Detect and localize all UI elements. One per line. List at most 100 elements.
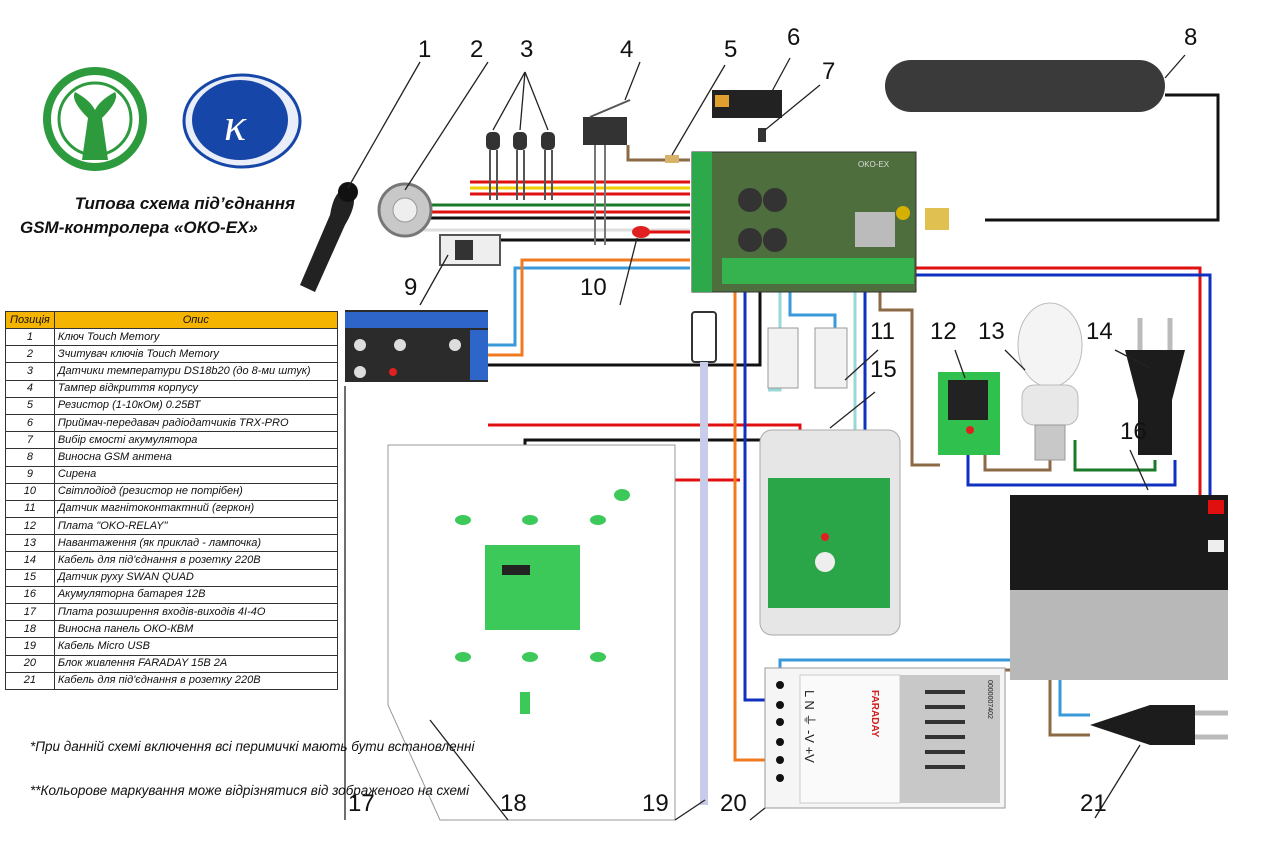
legend-position: 9 [5, 465, 55, 484]
led [632, 226, 650, 238]
legend-description: Датчик магнітоконтактний (геркон) [53, 499, 338, 519]
legend-description: Виносна GSM антена [53, 448, 338, 467]
callout-6: 6 [787, 24, 801, 51]
legend-description: Світлодіод (резистор не потрібен) [53, 482, 338, 501]
expansion-board-4i-4o [345, 310, 488, 382]
callout-20: 20 [720, 790, 747, 817]
battery-jumper [758, 128, 766, 142]
legend-description: Плата розширення входів-виходів 4I-4O [53, 602, 338, 622]
legend-position: 3 [5, 362, 55, 381]
touch-memory-key [300, 182, 358, 292]
legend-position: 13 [5, 534, 55, 553]
legend-position: 1 [5, 327, 55, 347]
note-jumpers: *При данній схемі включення всі перимичк… [30, 739, 475, 754]
battery-12v [1010, 495, 1228, 680]
board-label: OKO-EX [858, 160, 890, 169]
legend-position: 21 [5, 671, 55, 690]
callout-14: 14 [1086, 318, 1113, 345]
callout-21: 21 [1080, 790, 1107, 817]
title-line-2: GSM-контролера «ОКО-ЕХ» [20, 218, 258, 237]
power-plug-220v-psu [1090, 705, 1228, 745]
legend-position: 7 [5, 431, 55, 450]
oko-kbm-panel [387, 444, 676, 821]
svg-text:κ: κ [224, 99, 247, 150]
psu-serial: 0000007402 [986, 680, 993, 719]
legend-position: 4 [5, 379, 55, 398]
callout-8: 8 [1184, 24, 1198, 51]
title-line-1: Типова схема під’єднання [74, 194, 295, 213]
touch-memory-reader [377, 182, 433, 238]
callout-10: 10 [580, 274, 607, 301]
legend-position: 8 [5, 448, 55, 467]
legend-position: 11 [5, 499, 55, 519]
legend-description: Тампер відкриття корпусу [53, 379, 338, 398]
legend-description: Блок живлення FARADAY 15В 2А [53, 654, 338, 673]
legend-description: Кабель для під'єднання в розетку 220В [53, 671, 338, 690]
legend-description: Приймач-передавач радіодатчиків TRX-PRO [53, 413, 338, 433]
legend-description: Виносна панель ОКО-КВМ [53, 620, 338, 639]
callout-5: 5 [724, 36, 738, 63]
legend-description: Ключ Touch Memory [53, 327, 338, 347]
legend-position: 5 [5, 396, 55, 415]
legend-position: 6 [5, 413, 55, 433]
gsm-antenna [885, 60, 1165, 230]
callout-16: 16 [1120, 418, 1147, 445]
legend-header-description: Опис [53, 311, 338, 329]
legend-description: Кабель Micro USB [53, 637, 338, 656]
legend-description: Кабель для під'єднання в розетку 220В [53, 551, 338, 570]
callout-9: 9 [404, 274, 418, 301]
note-colors: **Кольорове маркування може відрізнятися… [30, 783, 470, 798]
legend-header-position: Позиція [5, 311, 55, 329]
k-logo: κ [182, 73, 302, 169]
psu-terminals: L N ⏚ -V +V [802, 690, 817, 763]
legend-description: Датчик руху SWAN QUAD [53, 568, 338, 587]
siren [439, 234, 501, 266]
callout-7: 7 [822, 58, 836, 85]
swan-quad-motion-sensor [759, 429, 901, 636]
lamp [1017, 302, 1083, 461]
legend-position: 20 [5, 654, 55, 673]
legend-position: 19 [5, 637, 55, 656]
legend-description: Резистор (1-10кОм) 0.25ВТ [53, 396, 338, 415]
callout-4: 4 [620, 36, 634, 63]
legend-position: 12 [5, 517, 55, 536]
legend-position: 10 [5, 482, 55, 501]
legend-position: 17 [5, 602, 55, 622]
callout-2: 2 [470, 36, 484, 63]
callout-17: 17 [348, 790, 375, 817]
callout-11: 11 [870, 318, 895, 345]
legend-description: Плата "OKO-RELAY" [53, 517, 338, 536]
legend-position: 18 [5, 620, 55, 639]
legend-description: Сирена [53, 465, 338, 484]
legend-position: 15 [5, 568, 55, 587]
oko-ex-board: OKO-EX [691, 151, 917, 293]
temperature-sensors [486, 132, 555, 200]
legend-description: Зчитувач ключів Touch Memory [53, 345, 338, 364]
callout-12: 12 [930, 318, 957, 345]
trx-pro-module [712, 90, 782, 118]
callout-15: 15 [870, 356, 897, 383]
callout-3: 3 [520, 36, 534, 63]
legend-position: 16 [5, 585, 55, 605]
magnetic-contact [767, 327, 848, 389]
